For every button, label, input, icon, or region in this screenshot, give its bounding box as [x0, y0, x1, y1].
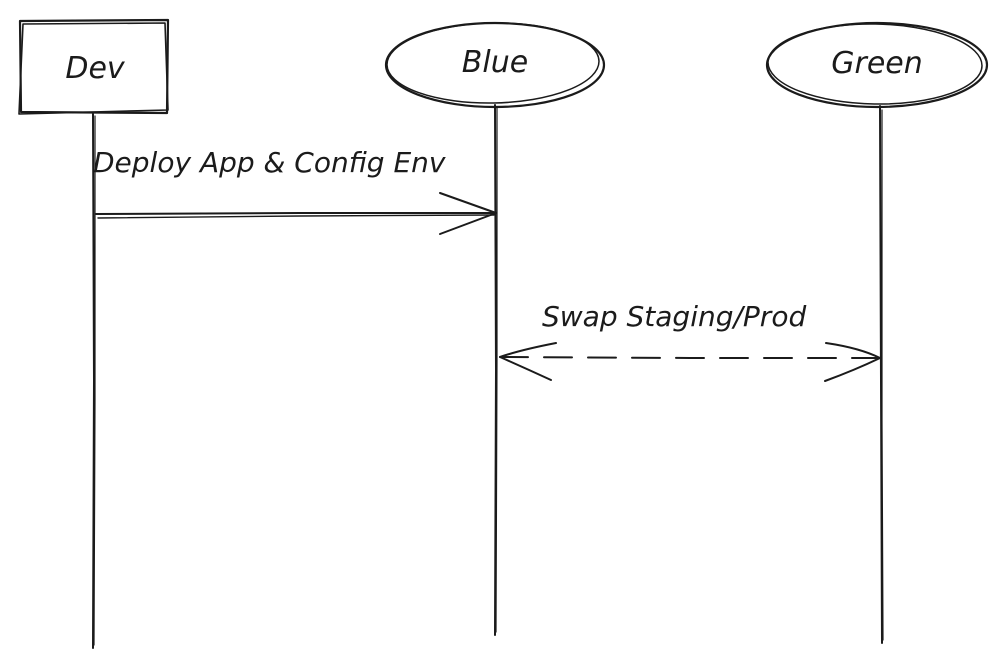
participant-dev-label: Dev — [65, 51, 126, 86]
message-deploy-line — [95, 212, 497, 215]
lifeline-blue — [494, 104, 498, 636]
participant-blue[interactable]: Blue — [384, 21, 606, 109]
participant-blue-label: Blue — [462, 45, 528, 80]
participant-dev[interactable]: Dev — [18, 18, 170, 115]
message-swap-label: Swap Staging/Prod — [542, 300, 806, 333]
participant-green-label: Green — [831, 46, 923, 81]
participant-blue-ellipse-sketch — [386, 22, 600, 104]
message-swap-arrowhead-left — [499, 342, 557, 381]
message-swap-line — [499, 356, 881, 359]
message-deploy-arrowhead — [439, 192, 497, 235]
lifeline-green — [879, 105, 884, 644]
participant-green-ellipse-sketch — [767, 23, 983, 105]
message-deploy[interactable]: Deploy App & Config Env — [93, 146, 497, 235]
participant-green[interactable]: Green — [765, 21, 989, 109]
message-swap[interactable]: Swap Staging/Prod — [499, 300, 881, 382]
message-deploy-label: Deploy App & Config Env — [93, 146, 446, 179]
lifeline-dev — [92, 113, 96, 649]
message-swap-arrowhead-right — [824, 342, 881, 382]
participant-green-ellipse — [765, 21, 989, 109]
participant-dev-box-sketch — [18, 22, 169, 115]
message-deploy-line-sketch — [97, 214, 495, 219]
